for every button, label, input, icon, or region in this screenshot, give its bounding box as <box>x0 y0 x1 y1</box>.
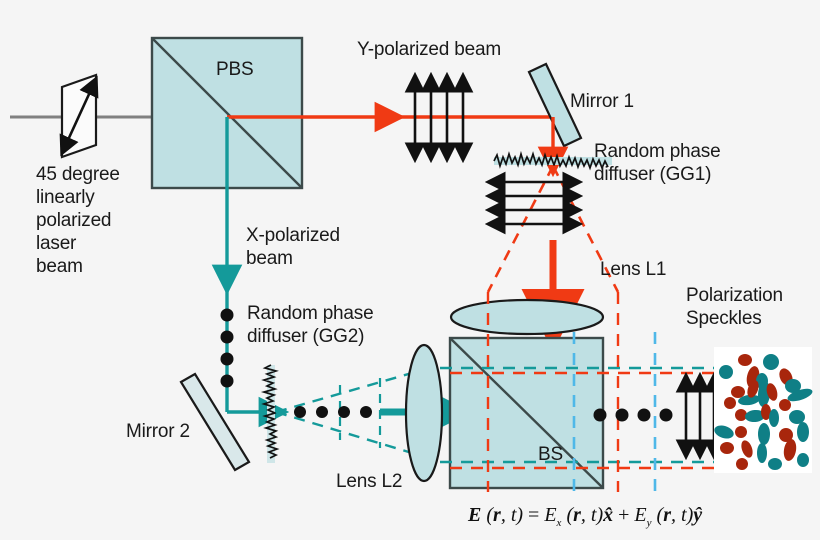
bs-cube <box>448 336 605 490</box>
y-polarization-arrows <box>404 71 474 164</box>
diffuser-gg1 <box>493 150 612 171</box>
speckles-label: Polarization Speckles <box>686 285 783 329</box>
output-x-pol-dots <box>593 408 673 422</box>
mirror-2-label: Mirror 2 <box>126 421 190 442</box>
x-polarized-beam-label: X-polarized beam <box>246 225 340 269</box>
lens-l1-label: Lens L1 <box>600 259 667 280</box>
diffuser-gg2-label: Random phase diffuser (GG2) <box>247 303 374 347</box>
pbs-label: PBS <box>216 59 254 80</box>
x-polarization-dots <box>220 308 234 388</box>
lens-l2-label: Lens L2 <box>336 471 403 492</box>
x-pol-dots-before-lens-l2 <box>294 406 372 418</box>
equation-text: E (r, t) = Ex (r, t)x̂ + Ey (r, t)ŷ <box>468 504 703 529</box>
diffuser-gg2 <box>260 364 280 463</box>
field-equation: E (r, t) = Ex (r, t)x̂ + Ey (r, t)ŷ <box>468 504 702 529</box>
lens-l2 <box>404 343 444 483</box>
gg1-polarization-arrows <box>484 171 584 235</box>
y-polarized-beam-label: Y-polarized beam <box>357 39 501 60</box>
mirror-1-label: Mirror 1 <box>570 91 634 112</box>
lens-l1 <box>449 298 605 336</box>
polarization-speckle-pattern <box>714 347 813 473</box>
diffuser-gg1-label: Random phase diffuser (GG1) <box>594 141 721 185</box>
bs-label: BS <box>538 444 563 465</box>
input-beam-label: 45 degree linearly polarized laser beam <box>36 164 120 277</box>
polarizer-plate <box>59 73 99 159</box>
mirror-2 <box>179 372 251 472</box>
blue-dashed-ray <box>572 332 657 492</box>
